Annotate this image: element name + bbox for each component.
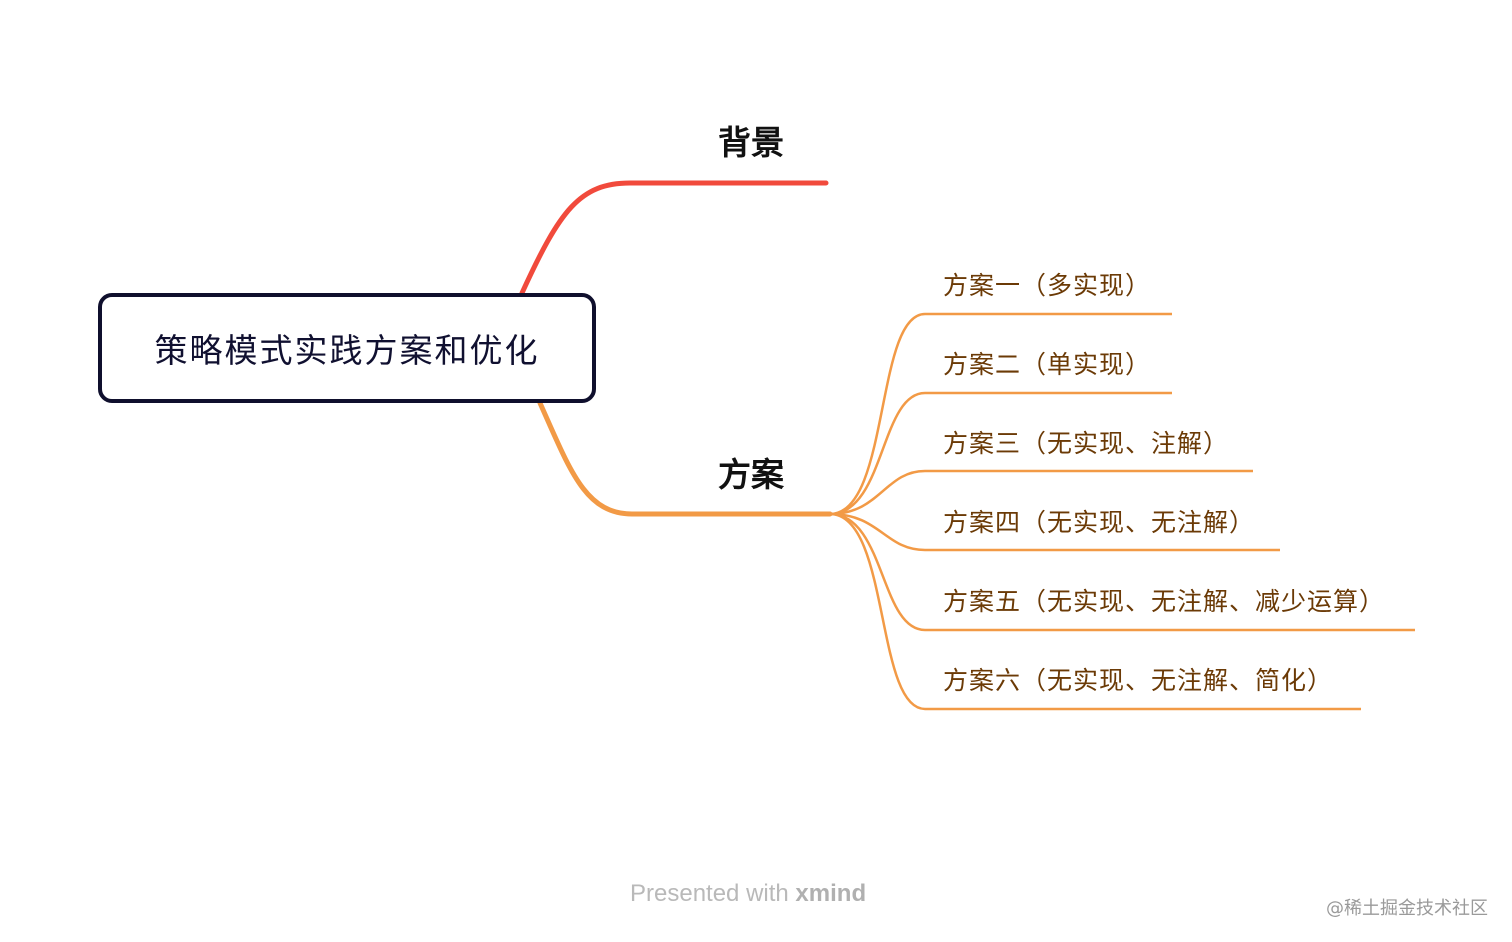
connector-sub-1	[829, 312, 1172, 516]
connector-plan	[537, 400, 833, 517]
branch-topic-plan[interactable]: 方案	[718, 455, 784, 494]
watermark: @稀土掘金技术社区	[1326, 898, 1488, 919]
footer-prefix: Presented with	[630, 880, 796, 907]
subtopic-plan-3[interactable]: 方案三（无实现、注解）	[943, 429, 1230, 458]
root-topic[interactable]: 策略模式实践方案和优化	[98, 293, 596, 403]
connector-sub-6	[829, 512, 1361, 711]
subtopic-plan-1[interactable]: 方案一（多实现）	[943, 271, 1152, 300]
subtopic-plan-4[interactable]: 方案四（无实现、无注解）	[943, 508, 1256, 537]
root-topic-label: 策略模式实践方案和优化	[154, 331, 540, 370]
connector-sub-4	[829, 512, 1280, 552]
connector-sub-5	[829, 512, 1415, 632]
presented-with-footer: Presented with xmind	[630, 880, 866, 908]
branch-topic-background[interactable]: 背景	[718, 123, 784, 162]
subtopic-plan-2[interactable]: 方案二（单实现）	[943, 350, 1152, 379]
xmind-logo: xmind	[795, 880, 867, 907]
subtopic-plan-5[interactable]: 方案五（无实现、无注解、减少运算）	[943, 587, 1386, 616]
connector-sub-2	[829, 391, 1172, 516]
subtopic-plan-6[interactable]: 方案六（无实现、无注解、简化）	[943, 666, 1334, 695]
connector-background	[519, 180, 829, 296]
connector-sub-3	[829, 469, 1253, 516]
